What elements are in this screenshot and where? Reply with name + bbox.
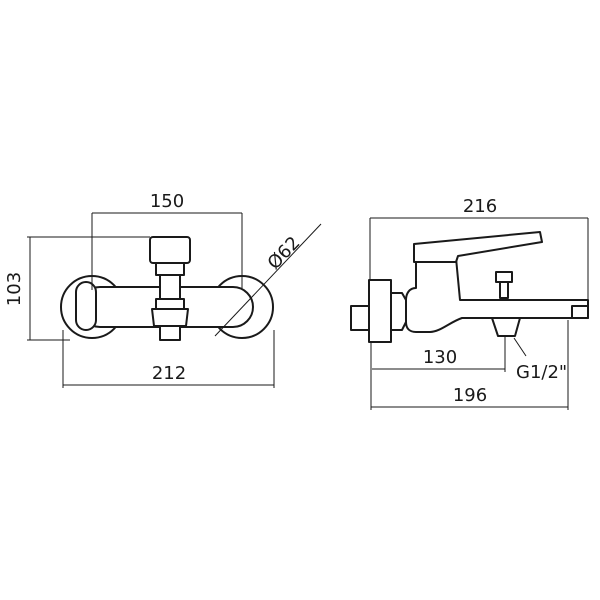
dim-212-label: 212 <box>152 363 186 384</box>
dim-216-label: 216 <box>463 196 497 217</box>
dim-196-label: 196 <box>453 385 487 406</box>
dim-212: 212 <box>62 330 275 388</box>
dim-103: 103 <box>4 236 150 341</box>
dim-thread-label: G1/2" <box>516 362 567 383</box>
dim-diameter-label: Ø62 <box>264 233 305 274</box>
dim-150-label: 150 <box>150 191 184 212</box>
dim-103-label: 103 <box>4 272 25 306</box>
side-view: 216 130 G1/2" 196 <box>350 196 589 410</box>
dim-150: 150 <box>91 191 243 290</box>
dim-thread: G1/2" <box>513 337 567 383</box>
side-body <box>405 257 589 337</box>
side-lever <box>413 231 543 263</box>
dim-130-label: 130 <box>423 347 457 368</box>
dim-216: 216 <box>369 196 589 300</box>
front-lever <box>149 236 191 341</box>
front-view: 150 103 Ø62 212 <box>4 191 322 388</box>
dim-196: 196 <box>370 320 569 410</box>
dim-diameter-62: Ø62 <box>214 223 322 337</box>
dim-130: 130 <box>372 336 506 372</box>
